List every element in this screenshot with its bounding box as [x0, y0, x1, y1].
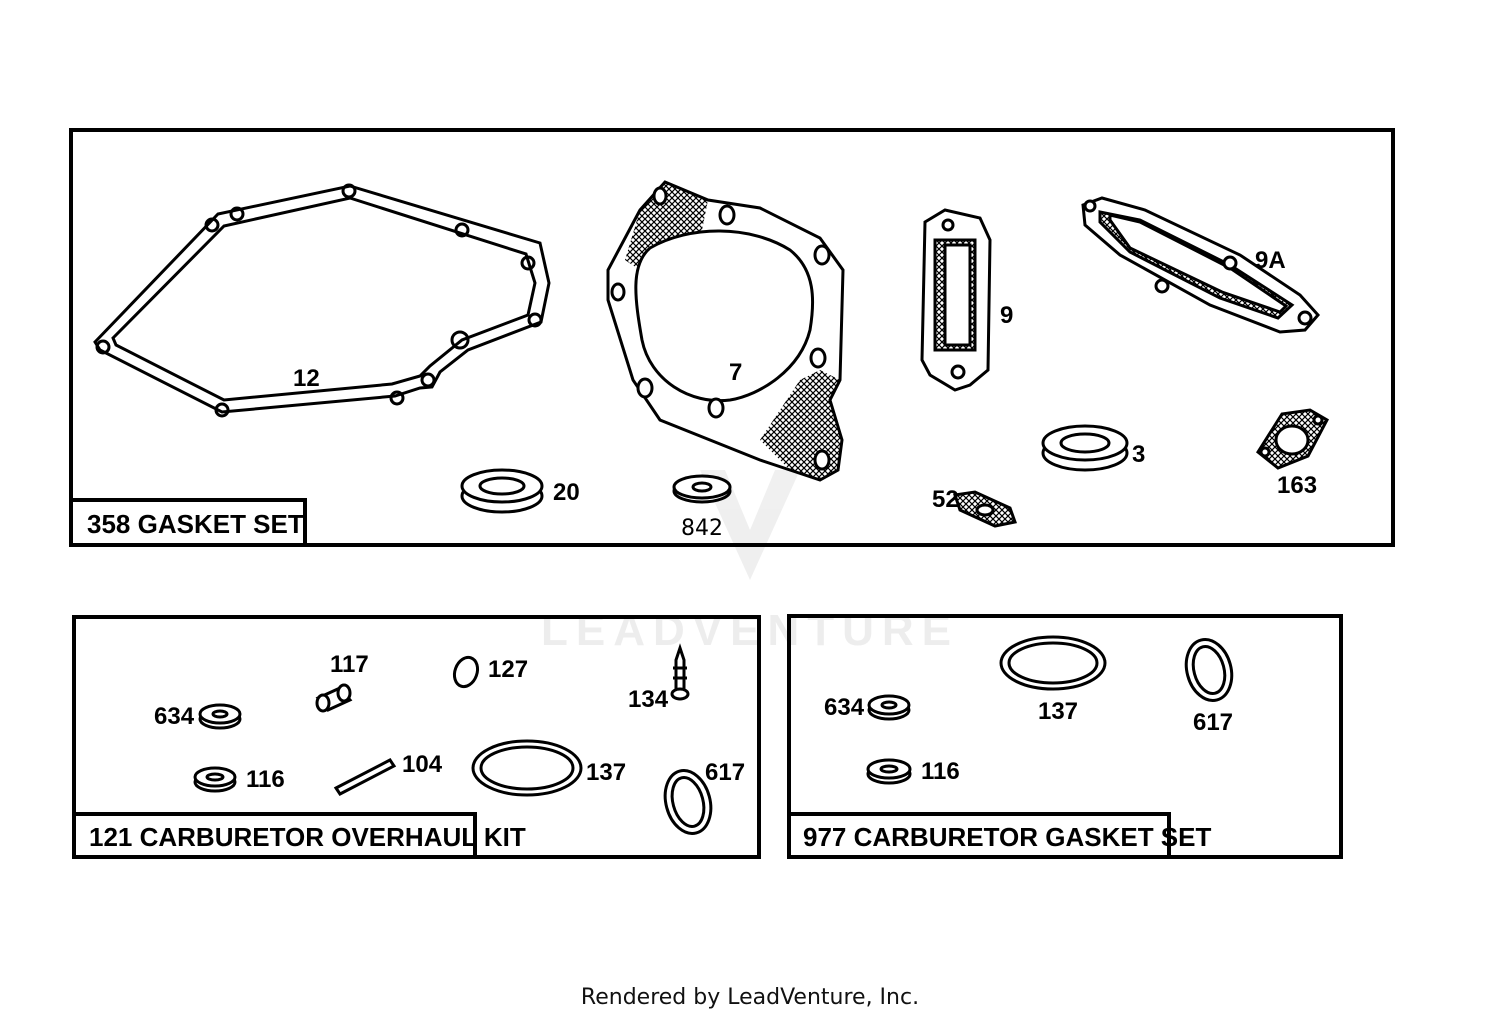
washer-part-116-gasket-set	[866, 758, 912, 785]
callout-3: 3	[1132, 441, 1145, 468]
washer-part-634	[198, 703, 242, 730]
washer-part-634-gasket-set	[867, 694, 911, 721]
callout-617-gasket-set: 617	[1193, 709, 1233, 736]
callout-137-overhaul: 137	[586, 759, 626, 786]
callout-52: 52	[932, 486, 959, 513]
washer-part-116	[193, 766, 237, 793]
callout-9: 9	[1000, 302, 1013, 329]
callout-12: 12	[293, 365, 320, 392]
carburetor-gasket-set-panel: 977 CARBURETOR GASKET SET	[787, 614, 1343, 859]
callout-20: 20	[553, 479, 580, 506]
cylinder-head-gasket-part-7	[606, 180, 845, 482]
callout-116-overhaul: 116	[246, 766, 285, 793]
watermark: LEADVENTURE	[541, 470, 959, 655]
callout-634-gasket-set: 634	[824, 694, 865, 721]
callout-9a: 9A	[1255, 247, 1286, 274]
o-ring-part-127	[452, 655, 480, 689]
washer-part-842	[672, 474, 732, 504]
watermark-text: LEADVENTURE	[541, 606, 959, 655]
needle-part-134	[670, 643, 690, 701]
footer-credit: Rendered by LeadVenture, Inc.	[580, 985, 920, 1010]
intake-gasket-part-9	[920, 208, 992, 392]
callout-116-gasket-set: 116	[921, 758, 960, 785]
gasket-set-panel: 358 GASKET SET	[69, 128, 1395, 547]
seal-part-617-gasket-set	[1184, 638, 1234, 702]
carb-gasket-set-title: 977 CARBURETOR GASKET SET	[803, 822, 1211, 852]
pin-part-104	[333, 758, 397, 796]
callout-127: 127	[488, 656, 528, 683]
jet-part-117	[315, 683, 353, 713]
breather-gasket-part-9a	[1081, 196, 1321, 334]
seal-part-617	[663, 769, 713, 835]
callout-117: 117	[330, 651, 369, 678]
gasket-ring-part-137-gasket-set	[999, 635, 1107, 691]
oil-seal-part-20	[460, 468, 544, 514]
gasket-part-52	[953, 490, 1017, 528]
callout-634-overhaul: 634	[154, 703, 195, 730]
callout-104: 104	[402, 751, 443, 778]
carburetor-gasket-part-163	[1256, 408, 1329, 470]
callout-617-overhaul: 617	[705, 759, 745, 786]
callout-134: 134	[628, 686, 669, 713]
carb-overhaul-title: 121 CARBURETOR OVERHAUL KIT	[89, 822, 526, 852]
callout-163: 163	[1277, 472, 1317, 499]
oil-seal-part-3	[1041, 424, 1129, 472]
callout-842: 842	[681, 516, 723, 541]
callout-7: 7	[729, 359, 742, 386]
carburetor-overhaul-kit-panel: 121 CARBURETOR OVERHAUL KIT	[72, 615, 761, 859]
gasket-ring-part-137	[471, 739, 583, 797]
gasket-set-title: 358 GASKET SET	[87, 509, 304, 539]
crankcase-gasket-part-12	[93, 183, 551, 418]
callout-137-gasket-set: 137	[1038, 698, 1078, 725]
